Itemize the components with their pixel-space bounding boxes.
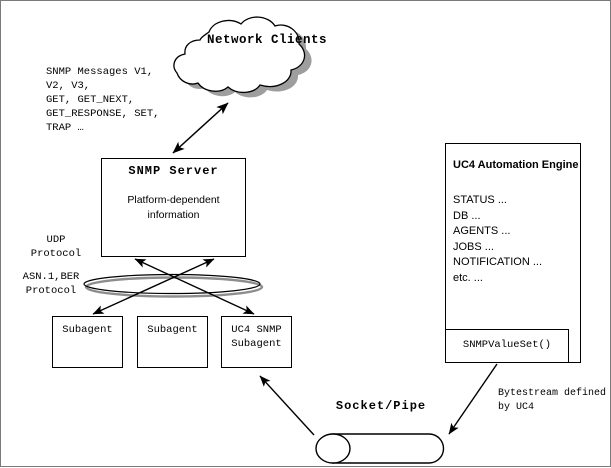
udp-protocol-label: UDP Protocol	[30, 234, 82, 260]
socket-pipe-cylinder	[315, 433, 445, 464]
subagent-box-2: Subagent	[137, 316, 208, 368]
snmp-server-title: SNMP Server	[128, 164, 219, 178]
subagent-box-1: Subagent	[52, 316, 123, 368]
snmp-messages-label: SNMP Messages V1, V2, V3, GET, GET_NEXT,…	[46, 66, 160, 134]
subagent-label-3: UC4 SNMP Subagent	[231, 324, 282, 350]
uc4-automation-engine-items: STATUS ... DB ... AGENTS ... JOBS ... NO…	[453, 194, 543, 284]
platform-dependent-info-label: Platform-dependent information	[127, 194, 220, 221]
subagent-box-3: UC4 SNMP Subagent	[221, 316, 292, 368]
subagent-label-2: Subagent	[147, 324, 198, 336]
protocol-bus-ellipse	[83, 273, 261, 295]
network-clients-label: Network Clients	[206, 33, 328, 47]
socket-pipe-label: Socket/Pipe	[335, 399, 427, 413]
arrow-snmp-server-to-subagent-3	[134, 258, 255, 315]
snmpvalueset-box: SNMPValueSet()	[445, 329, 569, 363]
uc4-automation-engine-box	[445, 143, 581, 363]
asn-ber-protocol-label: ASN.1,BER Protocol	[22, 271, 80, 297]
uc4-automation-engine-title: UC4 Automation Engine	[453, 159, 579, 171]
bytestream-label: Bytestream defined by UC4	[498, 388, 607, 413]
subagent-label-1: Subagent	[62, 324, 113, 336]
snmpvalueset-label: SNMPValueSet()	[462, 339, 552, 351]
protocol-bus-shadow	[84, 276, 264, 298]
platform-dependent-info-box: Platform-dependent information	[111, 193, 236, 229]
arrow-snmp-server-to-subagent-1	[92, 258, 215, 315]
